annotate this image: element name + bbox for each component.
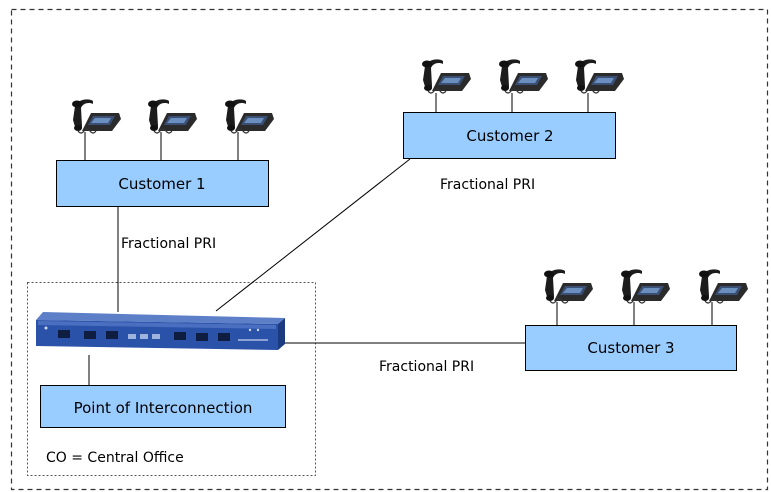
link-label-customer1: Fractional PRI xyxy=(121,236,216,252)
outer-border xyxy=(10,8,769,491)
customer-2-box xyxy=(403,112,616,159)
desk-phone-icon xyxy=(147,98,198,134)
central-office-label: CO = Central Office xyxy=(46,450,184,466)
desk-phone-icon xyxy=(71,98,122,134)
customer-3-label: Customer 3 xyxy=(587,339,674,357)
point-of-interconnection-box xyxy=(40,385,286,428)
customer-3-box xyxy=(525,325,737,371)
link-label-customer3: Fractional PRI xyxy=(379,359,474,375)
desk-phone-icon xyxy=(421,58,472,94)
link-customer2 xyxy=(215,158,411,312)
customer-1-box xyxy=(56,160,269,207)
customer-1-label: Customer 1 xyxy=(118,175,205,193)
central-office-boundary xyxy=(27,282,316,476)
link-label-customer2: Fractional PRI xyxy=(440,177,535,193)
desk-phone-icon xyxy=(620,268,671,304)
desk-phone-icon xyxy=(574,58,625,94)
desk-phone-icon xyxy=(543,268,594,304)
desk-phone-icon xyxy=(698,268,749,304)
network-device-icon xyxy=(36,312,285,350)
customer-2-label: Customer 2 xyxy=(466,127,553,145)
point-of-interconnection-label: Point of Interconnection xyxy=(74,399,253,417)
desk-phone-icon xyxy=(224,98,275,134)
desk-phone-icon xyxy=(498,58,549,94)
